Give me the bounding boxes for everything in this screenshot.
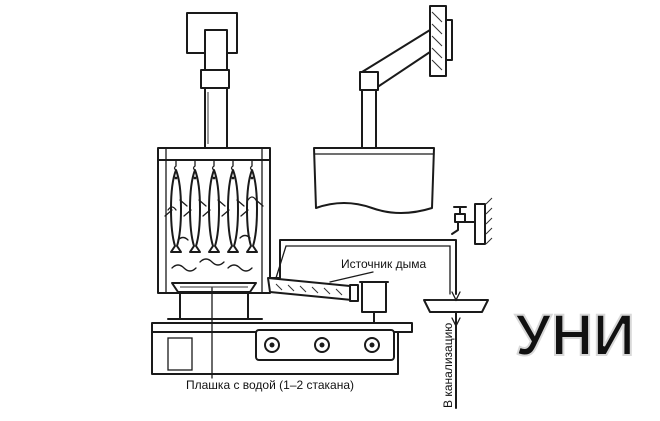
smoke-swirl (167, 206, 177, 211)
water-pipe (269, 239, 457, 295)
hanging-fish (164, 159, 188, 253)
faucet-spout (451, 221, 476, 235)
vent-grille (431, 11, 443, 71)
drain-funnel (423, 299, 489, 313)
hanging-fish (183, 159, 207, 253)
fish-group (164, 159, 264, 253)
smoke-swirl (177, 236, 189, 241)
stove-knob (264, 337, 280, 353)
flow-arrow-icon (451, 317, 461, 328)
drain (423, 291, 489, 409)
stove (151, 322, 413, 375)
tray-handle (349, 284, 359, 302)
chimney-upper-pipe (204, 29, 228, 71)
hanging-fish (240, 159, 264, 253)
smoking-chamber (157, 147, 271, 320)
smoke-source (267, 277, 389, 324)
smoke-source-label: Источник дыма (341, 257, 426, 271)
stove-knob (364, 337, 380, 353)
left-chimney (186, 12, 238, 149)
stove-knob (314, 337, 330, 353)
chimney-joint (200, 69, 230, 89)
wall-hatching (485, 197, 493, 245)
elbow-joint (359, 71, 379, 91)
stove-side-panel (167, 337, 193, 371)
hood-box (313, 147, 435, 214)
tray-chips (275, 283, 343, 296)
pipe-inner (275, 245, 451, 295)
water-dish-label: Плашка с водой (1–2 стакана) (186, 378, 354, 392)
smoke-source-leader (329, 271, 374, 283)
vertical-pipe (361, 89, 377, 149)
smoke-swirl (227, 264, 253, 272)
hanging-fish (221, 159, 245, 253)
right-assembly (313, 5, 453, 214)
smoke-swirl (171, 264, 197, 272)
faucet-valve (454, 213, 466, 223)
smoke-swirl (239, 234, 251, 239)
wall-mount (474, 203, 486, 245)
burner-cup (361, 281, 387, 313)
faucet (451, 197, 493, 245)
vent-flange (445, 19, 453, 61)
watermark-logo: УНИ (515, 303, 635, 368)
hanging-fish (202, 159, 226, 253)
smoke-swirl (247, 196, 257, 201)
smoke-swirls (167, 196, 257, 272)
sewer-label: В канализацию (441, 323, 455, 408)
chamber-stand (179, 292, 249, 320)
smoke-swirl (199, 258, 225, 266)
flow-arrow-icon (451, 291, 461, 302)
